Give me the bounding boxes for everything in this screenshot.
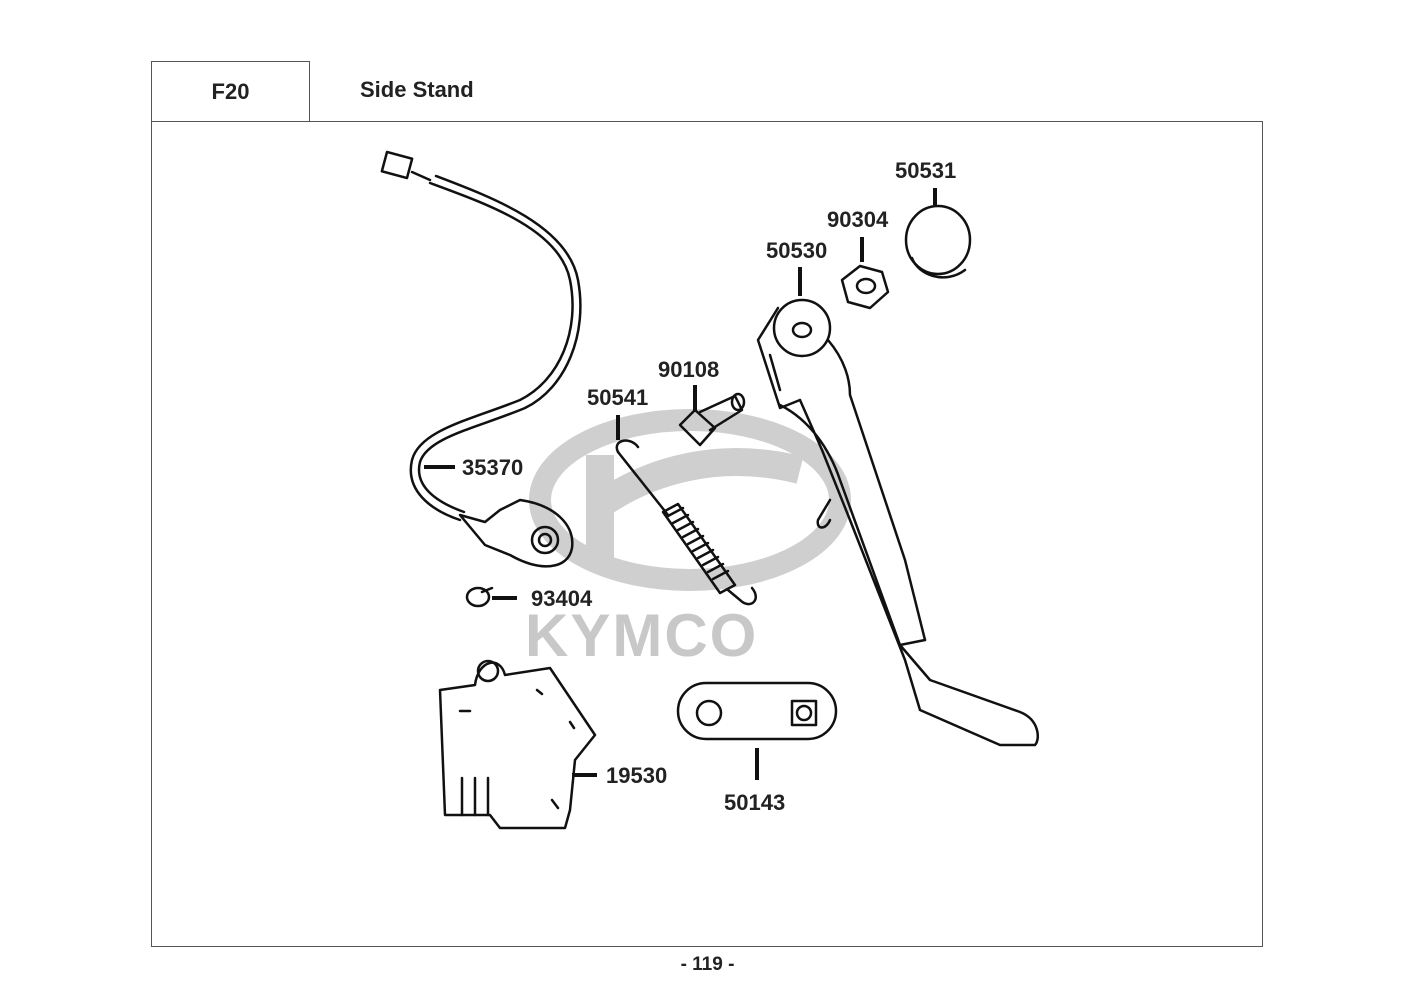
part-label-90304: 90304 (827, 207, 889, 232)
pivot-bolt-drawing (678, 392, 746, 447)
section-code-text: F20 (211, 79, 250, 104)
kymco-watermark-logo: KYMCO (525, 409, 851, 669)
stand-spring-drawing (615, 439, 757, 606)
part-label-19530: 19530 (606, 763, 667, 788)
section-title: Side Stand (360, 77, 474, 102)
diagram-frame (151, 121, 1263, 947)
lock-nut-drawing (840, 264, 890, 310)
part-label-50143: 50143 (724, 790, 785, 815)
part-label-50541: 50541 (587, 385, 648, 410)
stand-plate-drawing (676, 681, 838, 741)
part-label-35370: 35370 (462, 455, 523, 480)
part-label-50531: 50531 (895, 158, 956, 183)
side-stand-switch-drawing (380, 150, 582, 568)
part-label-90108: 90108 (658, 357, 719, 382)
section-code: F20 (151, 61, 310, 122)
watermark-text: KYMCO (525, 602, 758, 669)
page-number: - 119 - (680, 954, 735, 975)
switch-cover-drawing (438, 659, 597, 830)
part-label-93404: 93404 (531, 586, 593, 611)
screw-drawing (465, 586, 494, 608)
side-stand-drawing (756, 298, 1039, 747)
stand-cap-drawing (904, 204, 972, 279)
part-label-50530: 50530 (766, 238, 827, 263)
leader-lines (424, 188, 937, 780)
